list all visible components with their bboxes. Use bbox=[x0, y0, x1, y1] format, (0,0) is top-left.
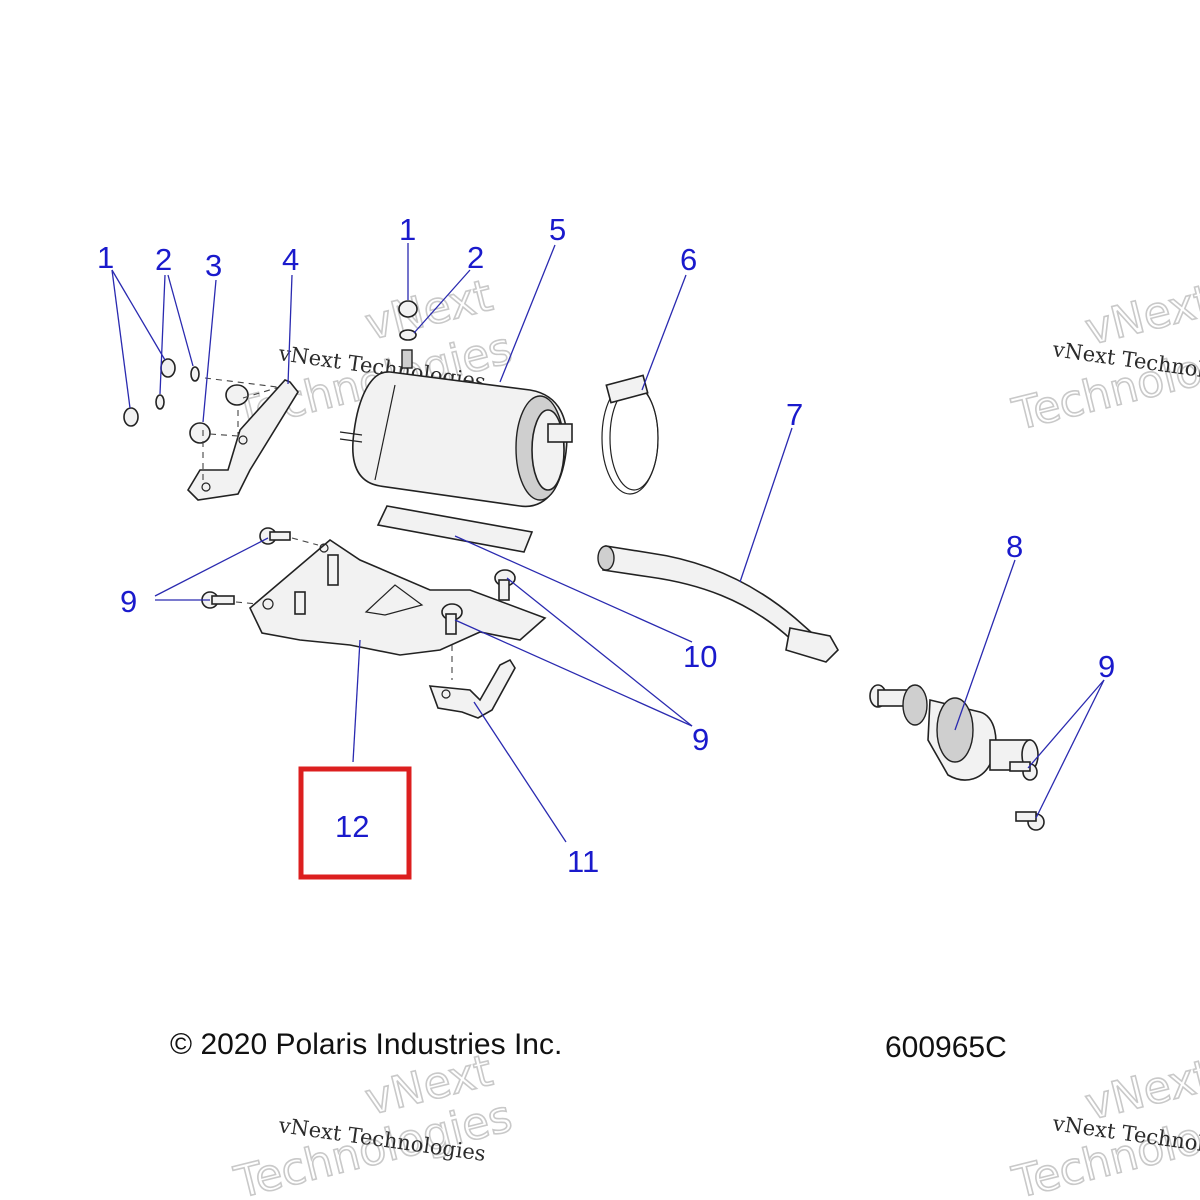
part-boot-7 bbox=[597, 545, 839, 663]
assembly-dashes-left bbox=[204, 377, 286, 437]
callout-7: 7 bbox=[786, 397, 803, 432]
part-starter-motor-5 bbox=[339, 371, 573, 508]
callout-10: 10 bbox=[683, 639, 717, 674]
part-bolt-9-center bbox=[441, 569, 516, 680]
callout-9-right: 9 bbox=[1098, 649, 1115, 684]
watermark-bottom-right: vNext Technologies vNext Technologies bbox=[1007, 1049, 1200, 1200]
callout-1-left: 1 bbox=[97, 240, 114, 275]
callout-4: 4 bbox=[282, 242, 299, 277]
drawing-number: 600965C bbox=[885, 1031, 1007, 1064]
part-bracket-4 bbox=[186, 379, 299, 501]
callout-2-top: 2 bbox=[467, 240, 484, 275]
part-hose-clamp-6 bbox=[601, 374, 659, 495]
callout-8: 8 bbox=[1006, 529, 1023, 564]
callout-1-top: 1 bbox=[399, 212, 416, 247]
callout-5: 5 bbox=[549, 212, 566, 247]
highlight-box-12 bbox=[298, 766, 412, 880]
callout-11: 11 bbox=[567, 844, 599, 879]
callout-9-center: 9 bbox=[692, 722, 709, 757]
part-nut-1-top bbox=[398, 300, 418, 369]
leader-lines bbox=[111, 243, 1105, 843]
part-washer-2-left bbox=[155, 366, 200, 410]
callout-6: 6 bbox=[680, 242, 697, 277]
callout-3: 3 bbox=[205, 248, 222, 283]
part-nut-1-left bbox=[123, 358, 176, 427]
part-starter-drive-8 bbox=[869, 684, 1039, 781]
part-pad-10 bbox=[376, 505, 534, 553]
copyright-text: © 2020 Polaris Industries Inc. bbox=[170, 1028, 562, 1061]
watermark-bottom-left: vNext Technologies vNext Technologies bbox=[229, 1044, 518, 1200]
part-flange-nut-3 bbox=[189, 384, 249, 444]
watermark-top-right: vNext Technologies vNext Technologies bbox=[1007, 274, 1200, 441]
callout-12: 12 bbox=[335, 809, 369, 844]
callout-9-left: 9 bbox=[120, 584, 137, 619]
callout-2-left: 2 bbox=[155, 242, 172, 277]
part-strap-clamp-11 bbox=[428, 658, 516, 719]
part-bolt-9-right bbox=[1009, 761, 1045, 831]
part-mount-bracket-12 bbox=[249, 538, 547, 656]
